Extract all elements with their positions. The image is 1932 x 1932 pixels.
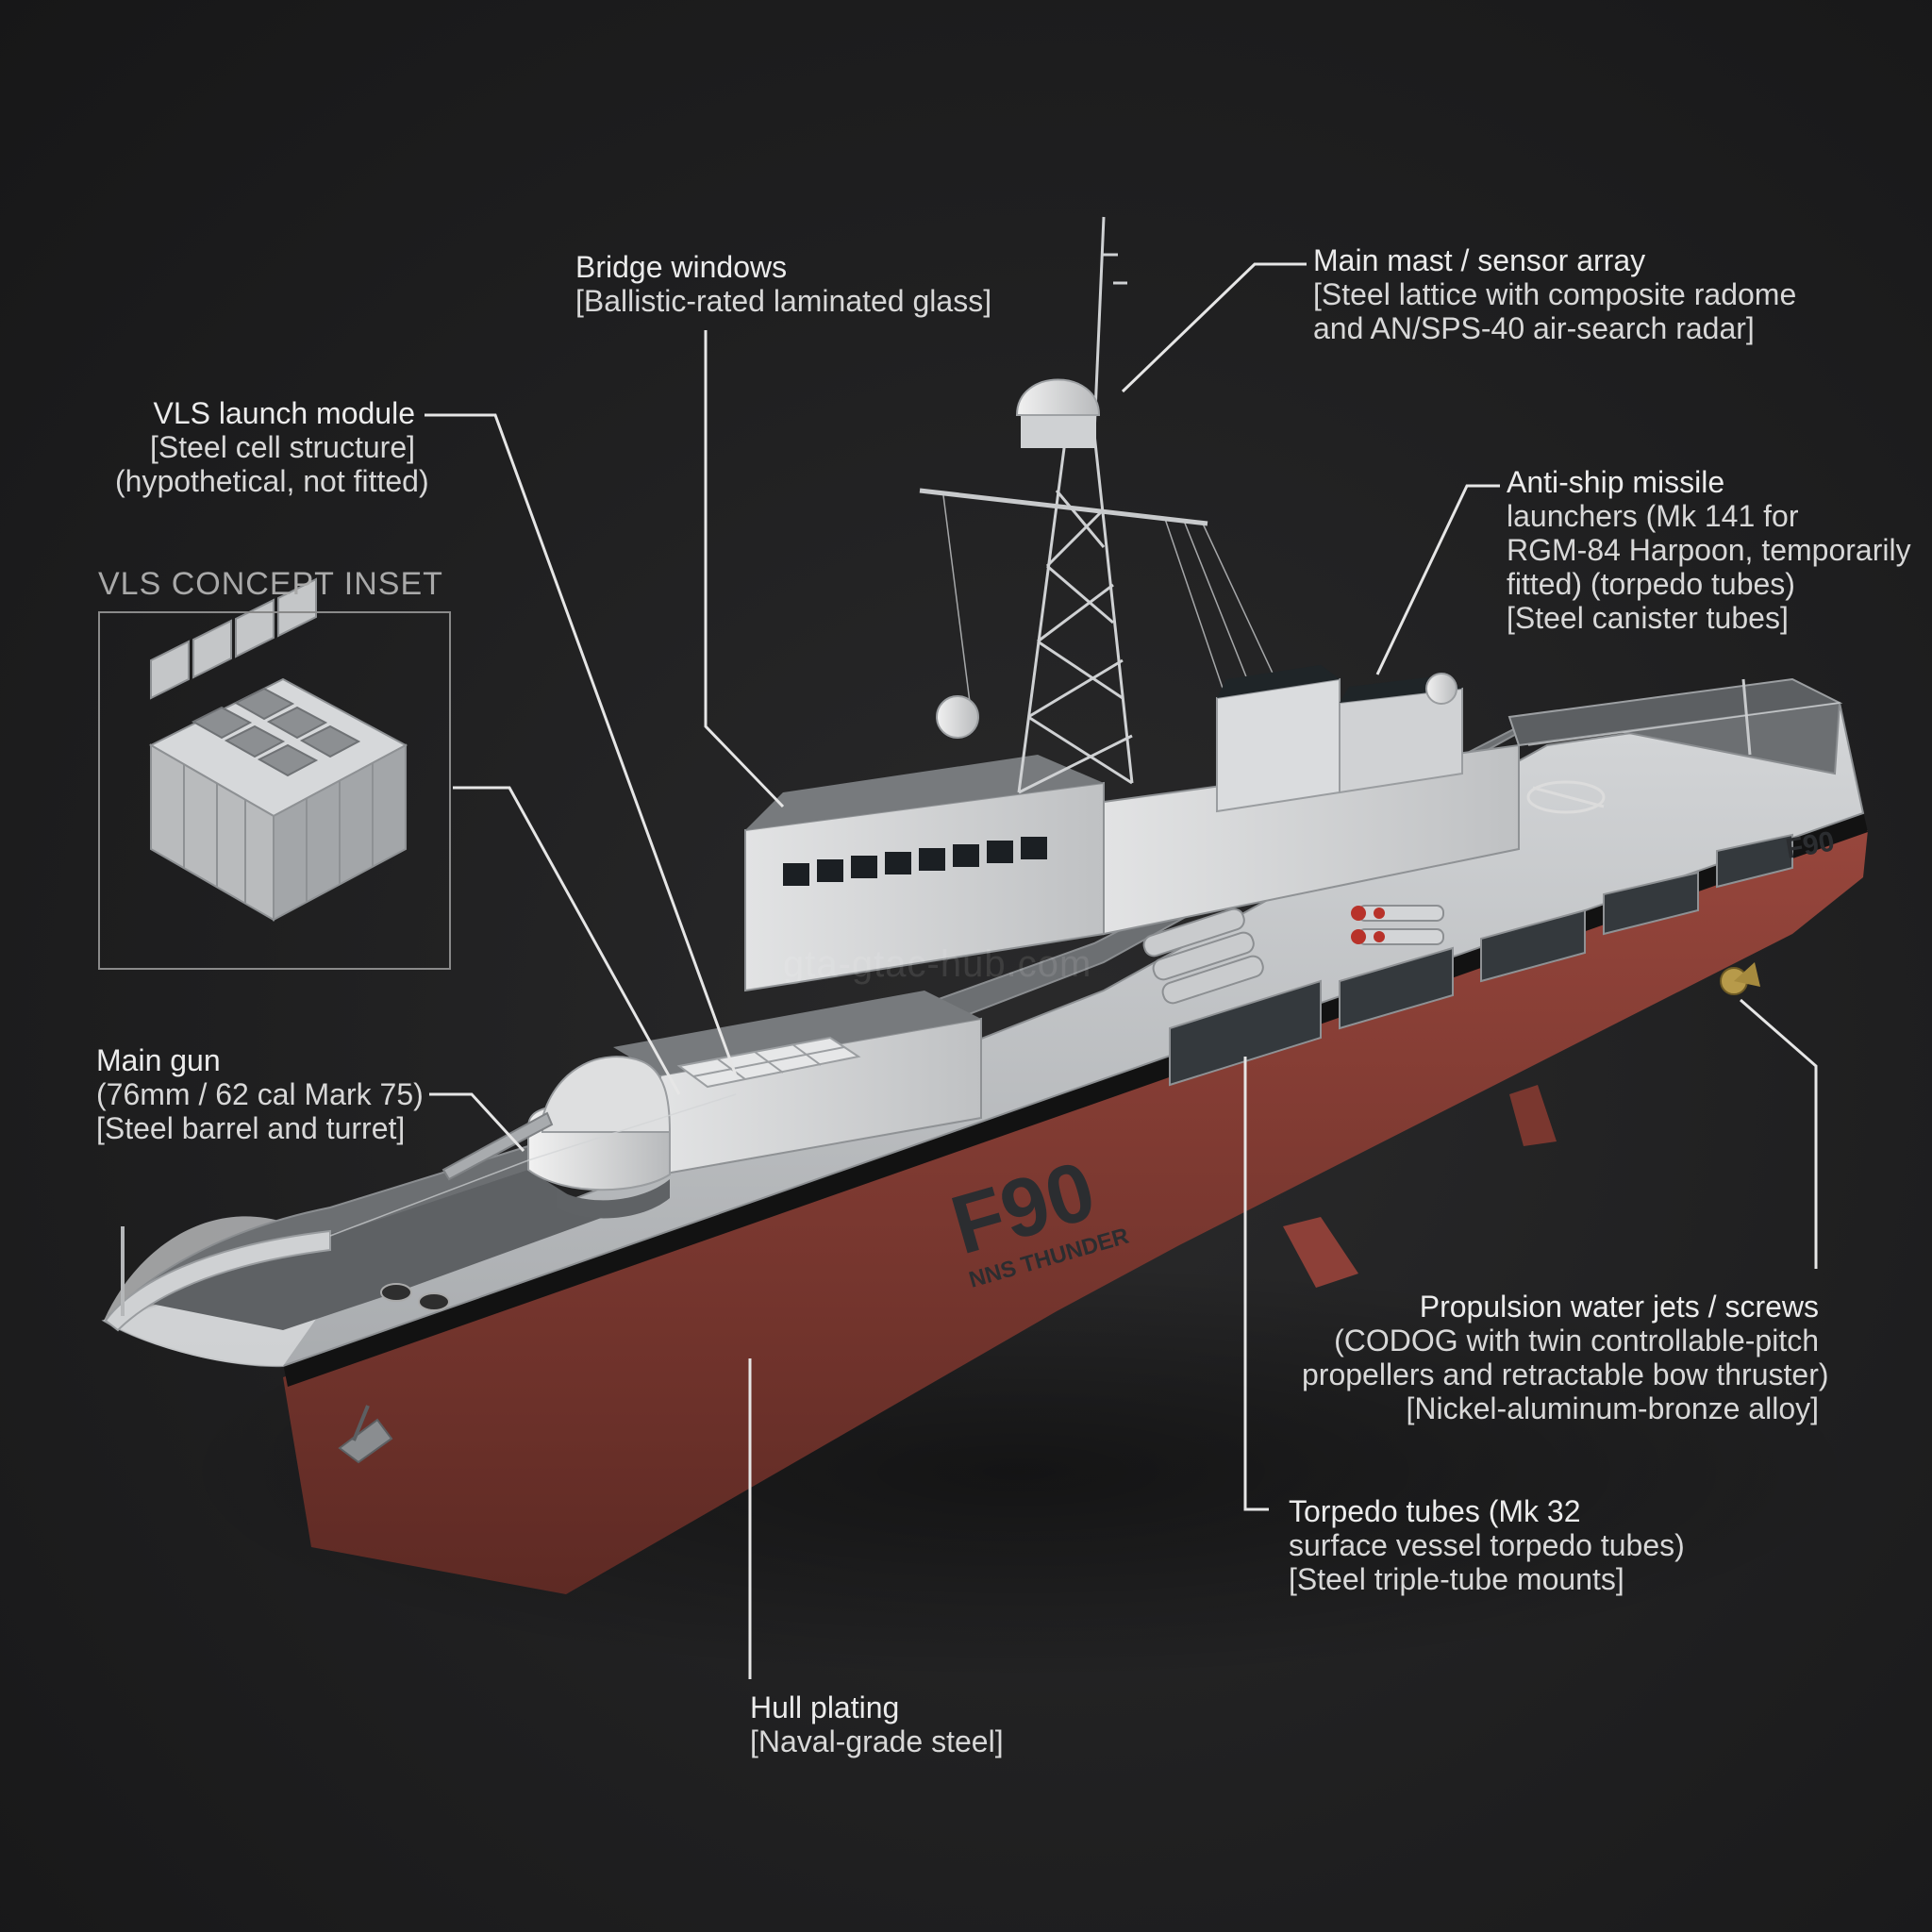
label-torpedo-sub-2: [Steel triple-tube mounts] [1289,1562,1624,1596]
label-propulsion-sub-1: (CODOG with twin controllable-pitch [1334,1324,1819,1357]
label-gun-title: Main gun [96,1043,221,1077]
watermark: gta-gtac-hub.com [783,943,1092,985]
label-antiship-sub-3: fitted) (torpedo tubes) [1507,567,1795,601]
skeg-fin [1509,1085,1557,1146]
label-antiship-title: Anti-ship missile [1507,465,1725,499]
foredeck [142,1170,604,1330]
vls-inset-title: VLS CONCEPT INSET [98,566,443,602]
main-gun-turret [441,1056,672,1219]
vls-inset-frame [98,611,451,970]
label-gun-sub-1: (76mm / 62 cal Mark 75) [96,1077,424,1111]
leader-mast [1121,262,1307,393]
forward-deckhouse-top [613,991,981,1075]
label-antiship-sub-2: RGM-84 Harpoon, temporarily [1507,533,1911,567]
aft-radome [1425,673,1457,705]
label-bridge-sub-1: [Ballistic-rated laminated glass] [575,284,992,318]
leader-torpedo [1243,1057,1269,1511]
label-propulsion-title: Propulsion water jets / screws [1419,1290,1819,1324]
label-antiship-sub-1: launchers (Mk 141 for [1507,499,1799,533]
gun-barrel [441,1111,554,1181]
boot-topping [283,811,1868,1387]
hull-lower-red [283,830,1868,1594]
helideck-markings [1526,780,1606,814]
leader-bridge [704,330,785,808]
leader-gun [429,1092,525,1153]
label-bridge-title: Bridge windows [575,250,788,284]
label-mast-title: Main mast / sensor array [1313,243,1646,277]
leader-antiship [1375,484,1500,675]
boat-bays [1169,833,1793,1087]
label-hull-plating: Hull plating [Naval-grade steel] [750,1690,1004,1758]
label-main-gun: Main gun (76mm / 62 cal Mark 75) [Steel … [96,1043,424,1145]
leader-propulsion [1740,998,1818,1269]
bridge-roof [745,755,1104,830]
label-hull-sub-1: [Naval-grade steel] [750,1724,1004,1758]
searchlight [936,695,979,739]
label-torpedo-sub-1: surface vessel torpedo tubes) [1289,1528,1685,1562]
label-gun-sub-2: [Steel barrel and turret] [96,1111,406,1145]
label-bridge-windows: Bridge windows [Ballistic-rated laminate… [575,250,991,318]
label-antiship-sub-4: [Steel canister tubes] [1507,601,1789,635]
torpedo-tubes [1351,905,1444,945]
mast-yardarm [919,488,1208,526]
label-hull-title: Hull plating [750,1690,900,1724]
label-main-mast: Main mast / sensor array [Steel lattice … [1313,243,1796,345]
propeller [1720,962,1760,995]
label-mast-sub-1: [Steel lattice with composite radome [1313,277,1797,311]
label-vls-title: VLS launch module [153,396,415,430]
vls-hatch-grid [676,1036,861,1089]
label-vls-sub-2: (hypothetical, not fitted) [115,464,429,498]
guard-rails [329,702,1840,1237]
leader-inset [453,786,681,1095]
bridge-window-row [783,837,1047,886]
label-torpedo-tubes: Torpedo tubes (Mk 32 surface vessel torp… [1289,1494,1685,1596]
funnel-forward [1216,665,1341,813]
label-propulsion: Propulsion water jets / screws (CODOG wi… [1302,1290,1829,1425]
stabilizer-fin [1283,1217,1358,1288]
bow-bulwark [104,1229,331,1332]
main-mast-lattice [1017,216,1134,794]
label-antiship-launchers: Anti-ship missile launchers (Mk 141 for … [1507,465,1911,635]
harpoon-launchers [1142,908,1264,1005]
label-vls-module: VLS launch module [Steel cell structure]… [115,396,429,498]
capstans [380,1283,450,1311]
label-mast-sub-2: and AN/SPS-40 air-search radar] [1313,311,1755,345]
label-propulsion-sub-3: [Nickel-aluminum-bronze alloy] [1406,1391,1819,1425]
anchor [338,1405,393,1464]
radome [1015,378,1101,448]
leader-lines [425,262,1818,1679]
leader-vls [425,413,738,1076]
label-propulsion-sub-2: propellers and retractable bow thruster) [1302,1357,1829,1391]
vls-inset-illustration [148,577,408,922]
label-vls-sub-1: [Steel cell structure] [150,430,415,464]
label-torpedo-title: Torpedo tubes (Mk 32 [1289,1494,1581,1528]
stern-flagstaff [1741,678,1752,756]
